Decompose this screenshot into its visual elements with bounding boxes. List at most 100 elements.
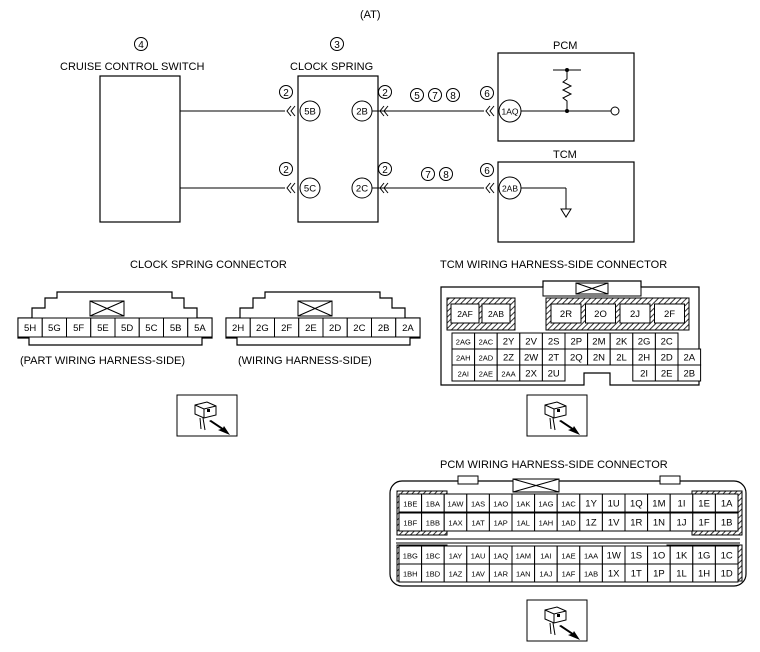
connector-pin: 2R <box>550 303 582 324</box>
connector-pin-label: 2I <box>640 368 648 379</box>
connector-pin-label: 2A <box>683 352 695 363</box>
connector-pin: 1M <box>647 493 671 513</box>
connector-pin-label: 1Y <box>585 498 597 509</box>
connector-pin-label: 1BD <box>426 569 441 578</box>
connector-pin-label: 1BG <box>403 551 418 560</box>
cruise-switch-label: CRUISE CONTROL SWITCH <box>60 61 204 73</box>
connector-pin: 1AC <box>556 493 581 513</box>
connector-pin-label: 2R <box>560 309 572 320</box>
connector-pin-label: 1K <box>676 550 688 561</box>
connector-pin-label: 1AN <box>516 569 531 578</box>
connector-pin: 1K <box>669 545 694 565</box>
connector-pin: 2AB <box>481 303 511 324</box>
connector-pin-label: 1W <box>607 550 621 561</box>
connector-pin-label: 5B <box>170 323 182 334</box>
connector-pin-label: 2D <box>329 323 341 334</box>
connector-pin-label: 1AE <box>561 551 575 560</box>
connector-pin-label: 2S <box>548 336 560 347</box>
connector-pin: 1AB <box>579 563 603 583</box>
connector-pin: 1F <box>692 512 716 532</box>
connector-pin-label: 1C <box>721 550 733 561</box>
connector-pin-label: 5G <box>48 323 61 334</box>
connector-pin: 1AE <box>556 545 581 565</box>
connector-pin: 5D <box>114 317 140 338</box>
connector-pin-label: 2AA <box>501 369 515 378</box>
connector-pin: 2O <box>585 303 616 324</box>
connector-pin-label: 1D <box>721 568 733 579</box>
connector-pin: 1AJ <box>534 563 558 583</box>
connector-pin-label: 2AE <box>479 369 493 378</box>
pcm-module: PCM 1AQ <box>497 40 635 142</box>
connector-pin-label: 1A <box>721 498 733 509</box>
tcm-label: TCM <box>553 149 577 161</box>
connector-view-icon <box>526 599 588 642</box>
connector-pin: 1AR <box>488 563 513 583</box>
connector-pin-label: 1L <box>676 568 687 579</box>
connector-pin-label: 1O <box>653 550 666 561</box>
connector-pin: 2A <box>677 348 702 366</box>
connector-pin: 1Q <box>624 493 649 513</box>
svg-text:7: 7 <box>425 170 431 181</box>
part-harness-side-label: (PART WIRING HARNESS-SIDE) <box>20 355 185 367</box>
connector-pin: 1L <box>669 563 694 583</box>
connector-pin-label: 5A <box>194 323 206 334</box>
connector-pin-label: 1J <box>676 517 686 528</box>
wiring-harness-side-label: (WIRING HARNESS-SIDE) <box>238 355 372 367</box>
connector-pin: 1Y <box>579 493 603 513</box>
connector-pin: 2AI <box>451 364 476 382</box>
connector-pin-label: 1AQ <box>493 551 508 560</box>
connector-pin: 5H <box>17 317 43 338</box>
connector-pin: 2P <box>564 332 589 350</box>
connector-pin-label: 1B <box>721 517 733 528</box>
connector-pin: 2Q <box>564 348 589 366</box>
connector-pin: 1AV <box>466 563 490 583</box>
connector-pin-label: 1AA <box>584 551 598 560</box>
clock-spring-label: CLOCK SPRING <box>290 61 373 73</box>
svg-text:8: 8 <box>443 170 449 181</box>
connector-pin-label: 1AY <box>449 551 463 560</box>
connector-pin: 5G <box>41 317 67 338</box>
connector-pin-label: 1AS <box>471 499 485 508</box>
cruise-control-switch: 4 CRUISE CONTROL SWITCH <box>60 37 204 223</box>
connector-pin-label: 1N <box>653 517 665 528</box>
connector-pin: 1O <box>647 545 671 565</box>
connector-pin: 1BF <box>398 512 423 532</box>
connector-pin: 2N <box>587 348 611 366</box>
connector-pin-label: 1X <box>608 568 620 579</box>
connector-pin-label: 1AZ <box>449 569 463 578</box>
connector-pin: 1E <box>692 493 716 513</box>
connector-pin-label: 2E <box>661 368 673 379</box>
connector-pin: 1AD <box>556 512 581 532</box>
connector-pin: 1AM <box>511 545 536 565</box>
connector-pin: 1P <box>647 563 671 583</box>
connector-pin-label: 5F <box>73 323 84 334</box>
connector-pin: 1C <box>714 545 739 565</box>
connector-pin: 2S <box>541 332 566 350</box>
at-label: (AT) <box>360 9 381 21</box>
connector-pin-label: 1S <box>630 550 642 561</box>
connector-pin-label: 2B <box>378 323 390 334</box>
connector-pin-label: 1M <box>652 498 665 509</box>
connector-pin: 2F <box>274 317 300 338</box>
cs-pin-5c: 5C <box>304 184 316 195</box>
connector-pin: 1S <box>624 545 649 565</box>
connector-pin: 2X <box>519 364 543 382</box>
tcm-module: TCM 2AB <box>497 149 635 243</box>
note-circles: 2 2 2 2 5 7 8 7 8 6 6 <box>279 85 494 181</box>
connector-pin: 5E <box>90 317 116 338</box>
connector-pin-label: 2F <box>664 309 675 320</box>
connector-pin-label: 2AB <box>488 309 504 319</box>
connector-pin: 1H <box>692 563 716 583</box>
connector-pin-label: 2C <box>353 323 365 334</box>
connector-pin-label: 1BE <box>403 499 417 508</box>
connector-pin: 2AC <box>474 332 498 350</box>
connector-pin: 2H <box>225 317 251 338</box>
connector-symbols <box>286 105 495 194</box>
svg-text:2: 2 <box>382 165 388 176</box>
connector-pin-label: 1U <box>608 498 620 509</box>
connector-pin-label: 1F <box>699 517 710 528</box>
connector-pin: 2V <box>519 332 543 350</box>
connector-pin-label: 5E <box>97 323 109 334</box>
connector-pin-label: 1AM <box>516 551 531 560</box>
